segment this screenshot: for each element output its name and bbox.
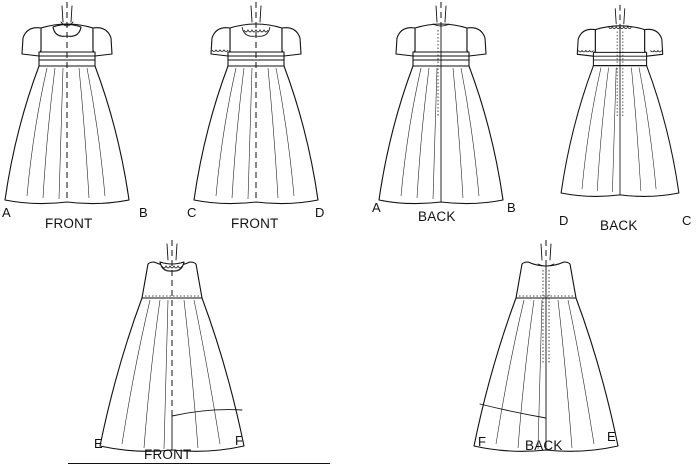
view-6-left-mark: F	[478, 434, 486, 449]
dress-view-3	[378, 2, 504, 205]
view-4-right-mark: C	[682, 213, 692, 228]
view-1-left-mark: A	[2, 205, 11, 220]
view-6-caption: BACK	[525, 438, 563, 453]
dress-view-6	[473, 240, 619, 452]
view-5-left-mark: E	[94, 436, 103, 451]
view-5-caption: FRONT	[144, 447, 192, 462]
view-2-caption: FRONT	[231, 216, 279, 231]
view-5-right-mark: F	[235, 433, 243, 448]
view-6-right-mark: E	[607, 429, 616, 444]
dress-view-4	[560, 4, 680, 197]
view-4-left-mark: D	[559, 213, 569, 228]
dress-view-2	[193, 2, 319, 205]
view-1-caption: FRONT	[45, 216, 93, 231]
view-2-left-mark: C	[187, 205, 197, 220]
bottom-rule	[68, 463, 330, 464]
view-4-caption: BACK	[600, 218, 638, 233]
dress-view-1	[4, 2, 130, 205]
view-3-right-mark: B	[507, 200, 516, 215]
view-1-right-mark: B	[139, 205, 148, 220]
view-2-right-mark: D	[315, 205, 325, 220]
view-3-caption: BACK	[418, 209, 456, 224]
view-3-left-mark: A	[372, 200, 381, 215]
dress-view-5	[99, 240, 245, 452]
